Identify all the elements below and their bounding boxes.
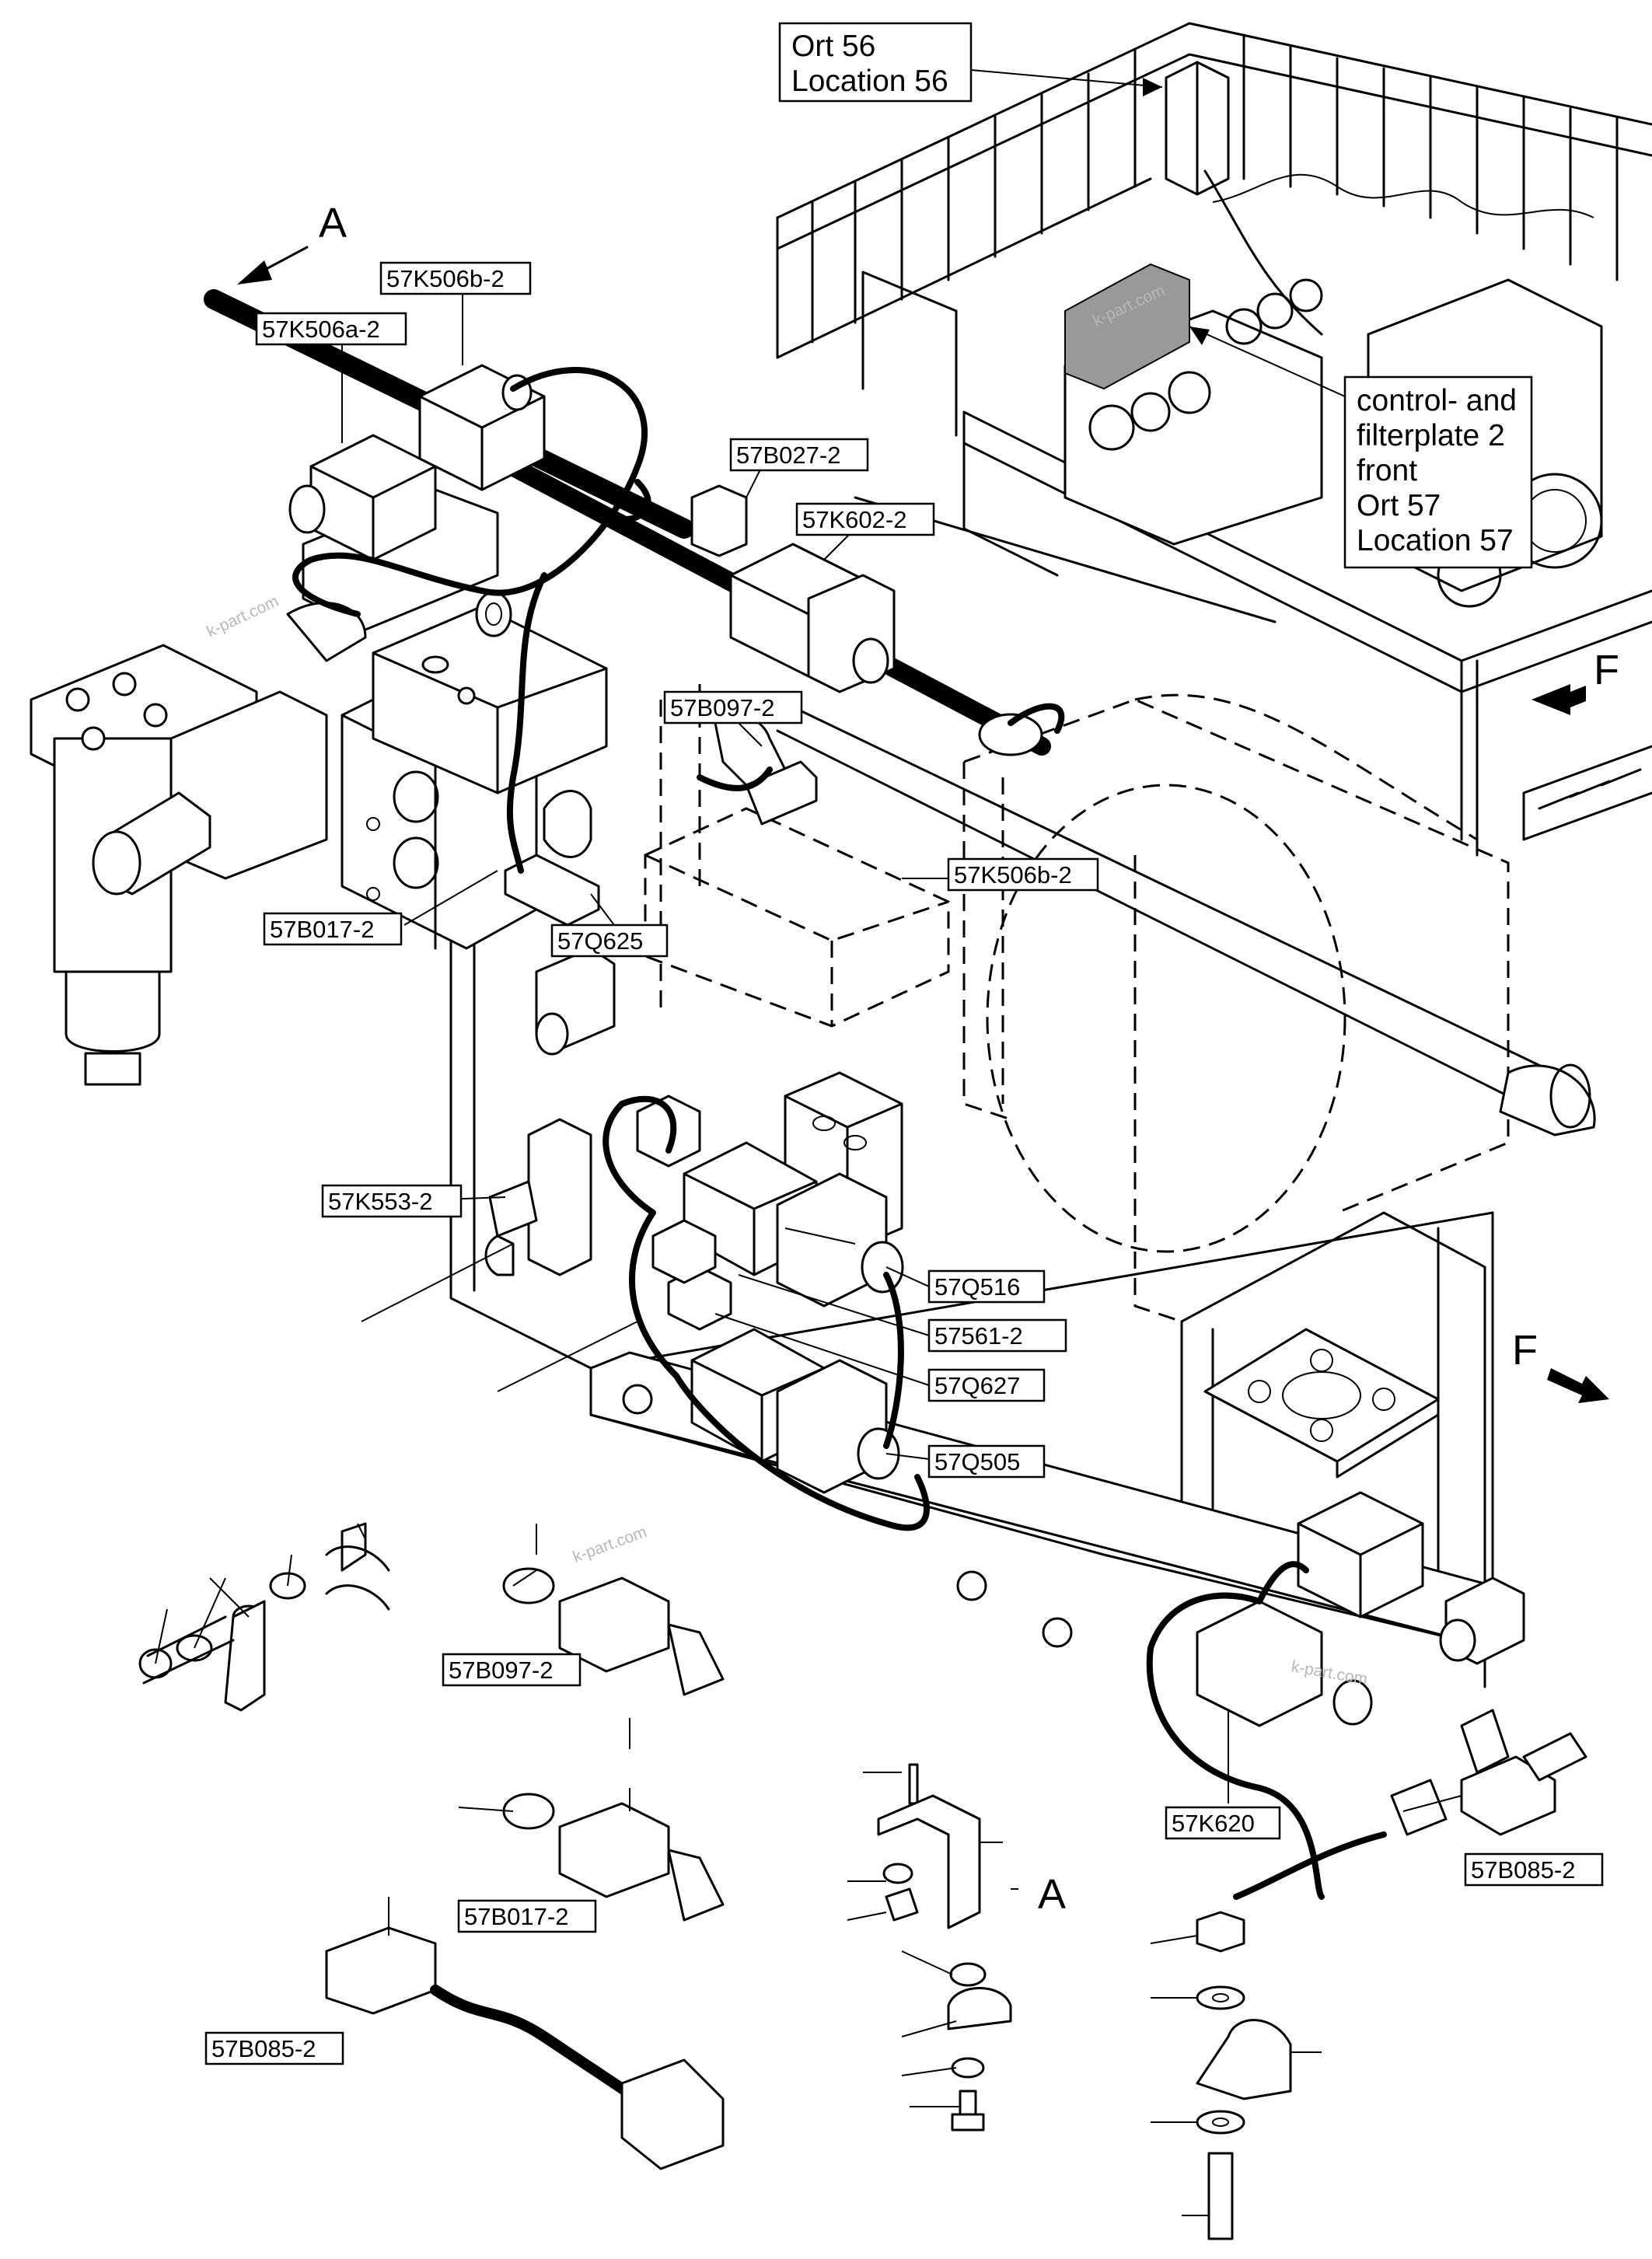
watermark-1: k-part.com	[204, 592, 281, 641]
plate-line5: Location 57	[1357, 524, 1514, 557]
label-57K553: 57K553-2	[328, 1188, 432, 1215]
label-57K506b-top: 57K506b-2	[386, 265, 505, 292]
direction-mark-mid: F	[1512, 1327, 1538, 1374]
label-57Q516: 57Q516	[934, 1273, 1020, 1301]
label-57Q627: 57Q627	[934, 1372, 1020, 1399]
leader-lines	[155, 288, 1462, 2216]
clamp-parts-right	[1196, 1911, 1292, 2240]
label-57B017-detail: 57B017-2	[464, 1903, 568, 1930]
exploded-parts-left	[138, 1522, 725, 2170]
label-57K602: 57K602-2	[802, 506, 906, 533]
direction-marker-mid: F	[1512, 1327, 1609, 1403]
detail-a-clamp	[877, 1763, 1012, 2132]
label-57B027: 57B027-2	[736, 442, 840, 469]
direction-arrow-top	[1532, 684, 1586, 715]
part-labels: 57K506b-2 57K506a-2 57B027-2 57K602-2 57…	[204, 261, 1604, 2065]
plate-line2: filterplate 2	[1357, 419, 1505, 452]
plate-line1: control- and	[1357, 384, 1517, 417]
direction-arrow-mid	[1547, 1368, 1609, 1403]
label-57B017-mid: 57B017-2	[270, 916, 374, 943]
label-57Q505: 57Q505	[934, 1448, 1020, 1475]
ort56-line2: Location 56	[791, 65, 948, 98]
section-marker-top: A	[237, 200, 347, 285]
label-57B085-right: 57B085-2	[1471, 1856, 1575, 1884]
label-57561: 57561-2	[934, 1322, 1023, 1349]
plate-line3: front	[1357, 454, 1417, 487]
ort56-line1: Ort 56	[791, 30, 875, 63]
label-57B097-mid: 57B097-2	[670, 694, 774, 721]
direction-mark-top: F	[1594, 647, 1619, 693]
label-57K506b-mid: 57K506b-2	[954, 861, 1072, 889]
watermark-3: k-part.com	[571, 1523, 649, 1566]
section-mark-top: A	[319, 200, 347, 246]
label-57K620: 57K620	[1172, 1810, 1255, 1837]
label-57B085-detail: 57B085-2	[211, 2035, 316, 2062]
section-mark-detail: A	[1038, 1871, 1066, 1918]
label-57Q625: 57Q625	[557, 927, 643, 955]
machine-overview-inset: Ort 56 Location 56 control- and filterpl…	[776, 22, 1652, 857]
plate-line4: Ort 57	[1357, 489, 1441, 522]
label-57K506a: 57K506a-2	[262, 316, 380, 343]
main-assembly	[30, 289, 1596, 1900]
label-57B097-detail: 57B097-2	[449, 1657, 553, 1684]
